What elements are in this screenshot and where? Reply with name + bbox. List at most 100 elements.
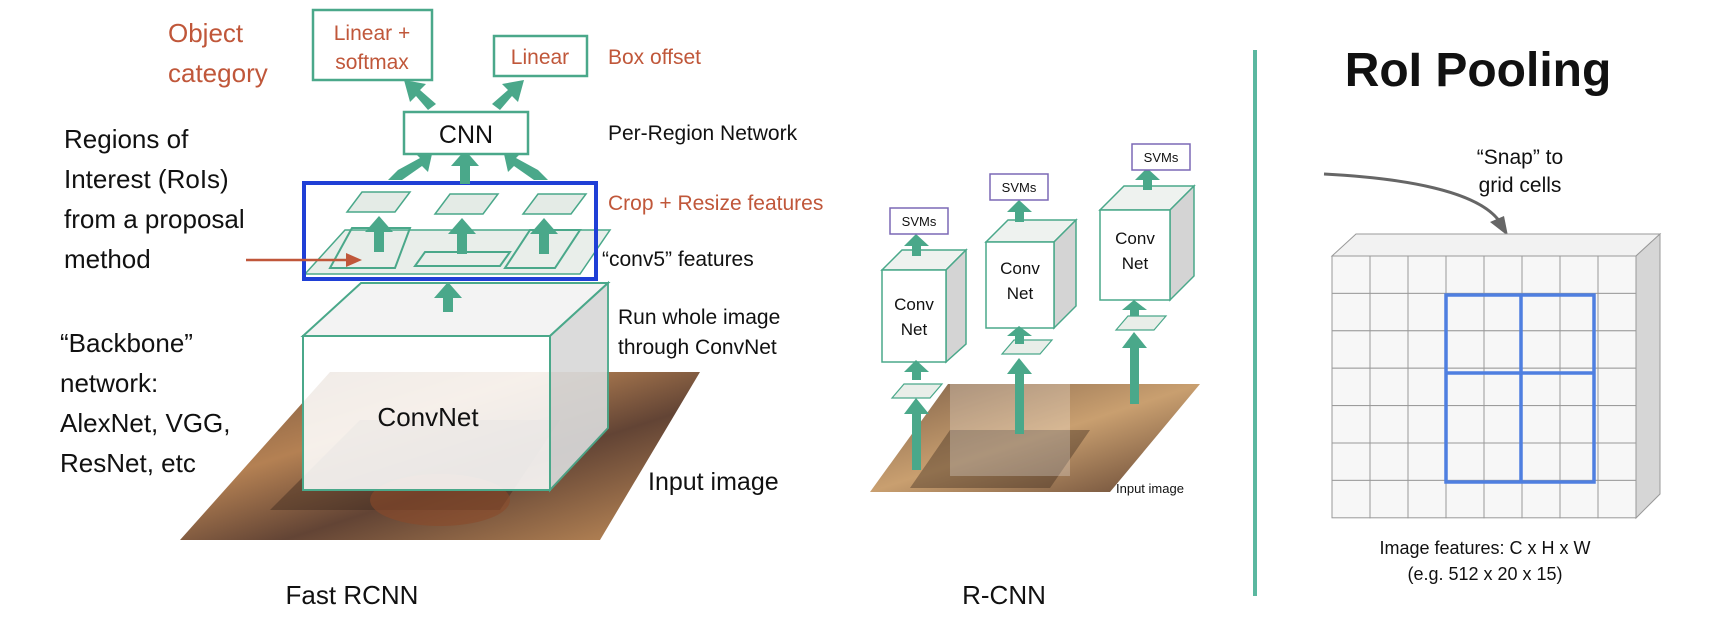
per-region-network-label: Per-Region Network bbox=[608, 122, 798, 145]
grid-cell bbox=[1597, 330, 1637, 369]
grid-cell bbox=[1483, 479, 1523, 519]
grid-cell bbox=[1521, 330, 1561, 369]
grid-highlight bbox=[1444, 293, 1596, 484]
grid-top-face bbox=[1330, 233, 1662, 257]
rcnn-crop-2 bbox=[1000, 339, 1054, 355]
rcnn-conv-label-1b: Net bbox=[901, 320, 928, 339]
roi-pooling-diagram: RoI Pooling “Snap” to grid cells Image f… bbox=[1323, 44, 1662, 584]
grid-cell bbox=[1597, 367, 1637, 407]
grid-cell bbox=[1521, 405, 1561, 444]
grid-cell bbox=[1521, 442, 1561, 481]
grid-cell bbox=[1407, 442, 1447, 481]
snap-curved-arrow bbox=[1323, 172, 1508, 236]
convnet-label: ConvNet bbox=[377, 402, 479, 432]
backbone-line-1: “Backbone” bbox=[60, 328, 193, 358]
grid-cell bbox=[1369, 405, 1409, 444]
grid-cell bbox=[1331, 405, 1371, 444]
grid-cell bbox=[1445, 255, 1485, 294]
rois-line-2: Interest (RoIs) bbox=[64, 164, 229, 194]
object-category-line-1: Object bbox=[168, 18, 244, 48]
rois-pointer-arrow bbox=[246, 253, 362, 267]
crop-feature-2 bbox=[433, 193, 500, 215]
rcnn-svm-box-1 bbox=[889, 207, 949, 235]
rcnn-crop-3 bbox=[1114, 315, 1168, 331]
rcnn-conv-label-2b: Net bbox=[1007, 284, 1034, 303]
grid-side-face bbox=[1635, 232, 1661, 520]
grid-cell bbox=[1483, 405, 1523, 444]
grid-cell bbox=[1369, 330, 1409, 369]
grid-cell bbox=[1597, 255, 1637, 294]
grid-cell bbox=[1407, 367, 1447, 407]
object-category-line-2: category bbox=[168, 58, 268, 88]
crop-feature-1 bbox=[345, 191, 412, 213]
arrows-roi-to-crop bbox=[365, 216, 558, 254]
grid-cell bbox=[1483, 292, 1523, 332]
rcnn-conv-label-3b: Net bbox=[1122, 254, 1149, 273]
roi-region-2 bbox=[413, 251, 512, 267]
snap-line-2: grid cells bbox=[1479, 174, 1562, 197]
grid-cell bbox=[1483, 255, 1523, 294]
rcnn-svm-label-2: SVMs bbox=[1002, 180, 1037, 195]
rcnn-conv-label-1a: Conv bbox=[894, 295, 934, 314]
arrow-convnet-to-features bbox=[434, 282, 462, 312]
backbone-line-2: network: bbox=[60, 368, 158, 398]
image-features-line-1: Image features: C x H x W bbox=[1379, 538, 1590, 558]
linear-label: Linear bbox=[511, 46, 569, 69]
grid-cell bbox=[1483, 330, 1523, 369]
grid-cell bbox=[1407, 405, 1447, 444]
grid-cell bbox=[1521, 255, 1561, 294]
grid-cell bbox=[1559, 330, 1599, 369]
grid-cell bbox=[1597, 405, 1637, 444]
linear-softmax-line-2: softmax bbox=[335, 51, 409, 74]
per-region-cnn-box bbox=[402, 110, 530, 156]
grid-cell bbox=[1331, 292, 1371, 332]
roi-pooling-title: RoI Pooling bbox=[1345, 44, 1612, 97]
backbone-line-4: ResNet, etc bbox=[60, 448, 196, 478]
rcnn-input-image-plane bbox=[870, 384, 1200, 492]
rcnn-svm-box-3 bbox=[1131, 143, 1191, 171]
rcnn-convnet-box-1: Conv Net bbox=[880, 248, 968, 364]
arrows-crop-to-cnn bbox=[388, 150, 548, 184]
cnn-label: CNN bbox=[439, 121, 493, 149]
linear-softmax-box bbox=[311, 8, 434, 82]
grid-cell bbox=[1369, 255, 1409, 294]
rcnn-convnet-box-3: Conv Net bbox=[1098, 184, 1196, 302]
box-offset-label: Box offset bbox=[608, 46, 701, 69]
grid-cell bbox=[1445, 292, 1485, 332]
grid-cell bbox=[1445, 479, 1485, 519]
grid-cell bbox=[1521, 479, 1561, 519]
input-image-label: Input image bbox=[648, 468, 779, 496]
grid-cell bbox=[1483, 442, 1523, 481]
rcnn-horse-texture bbox=[910, 430, 1090, 488]
grid-cell bbox=[1597, 442, 1637, 481]
roi-region-3 bbox=[503, 229, 582, 269]
conv5-features-label: “conv5” features bbox=[602, 248, 754, 271]
rcnn-region-highlight bbox=[950, 384, 1070, 476]
grid-cell bbox=[1407, 479, 1447, 519]
grid-cell bbox=[1331, 330, 1371, 369]
rcnn-conv-label-3a: Conv bbox=[1115, 229, 1155, 248]
rcnn-diagram: Conv Net Conv Net Conv Net bbox=[870, 143, 1200, 610]
rcnn-convnet-box-2: Conv Net bbox=[984, 218, 1078, 330]
rcnn-svm-label-1: SVMs bbox=[902, 214, 937, 229]
fast-rcnn-diagram: ConvNet CNN bbox=[60, 8, 823, 610]
backbone-line-3: AlexNet, VGG, bbox=[60, 408, 231, 438]
rois-line-4: method bbox=[64, 244, 151, 274]
rcnn-svm-label-3: SVMs bbox=[1144, 150, 1179, 165]
rcnn-arrows bbox=[904, 168, 1160, 470]
grid-cell bbox=[1369, 479, 1409, 519]
grid-cell bbox=[1597, 479, 1637, 519]
grid-cell bbox=[1521, 292, 1561, 332]
grid-cell bbox=[1369, 442, 1409, 481]
grid-cell bbox=[1369, 292, 1409, 332]
image-features-line-2: (e.g. 512 x 20 x 15) bbox=[1407, 564, 1562, 584]
rois-line-1: Regions of bbox=[64, 124, 189, 154]
crop-feature-3 bbox=[521, 193, 588, 215]
fast-rcnn-caption: Fast RCNN bbox=[286, 580, 419, 610]
grid-cell bbox=[1445, 442, 1485, 481]
grid-cell bbox=[1445, 330, 1485, 369]
grid-cell bbox=[1331, 442, 1371, 481]
grid-cell bbox=[1331, 255, 1371, 294]
crop-resize-label: Crop + Resize features bbox=[608, 192, 823, 215]
